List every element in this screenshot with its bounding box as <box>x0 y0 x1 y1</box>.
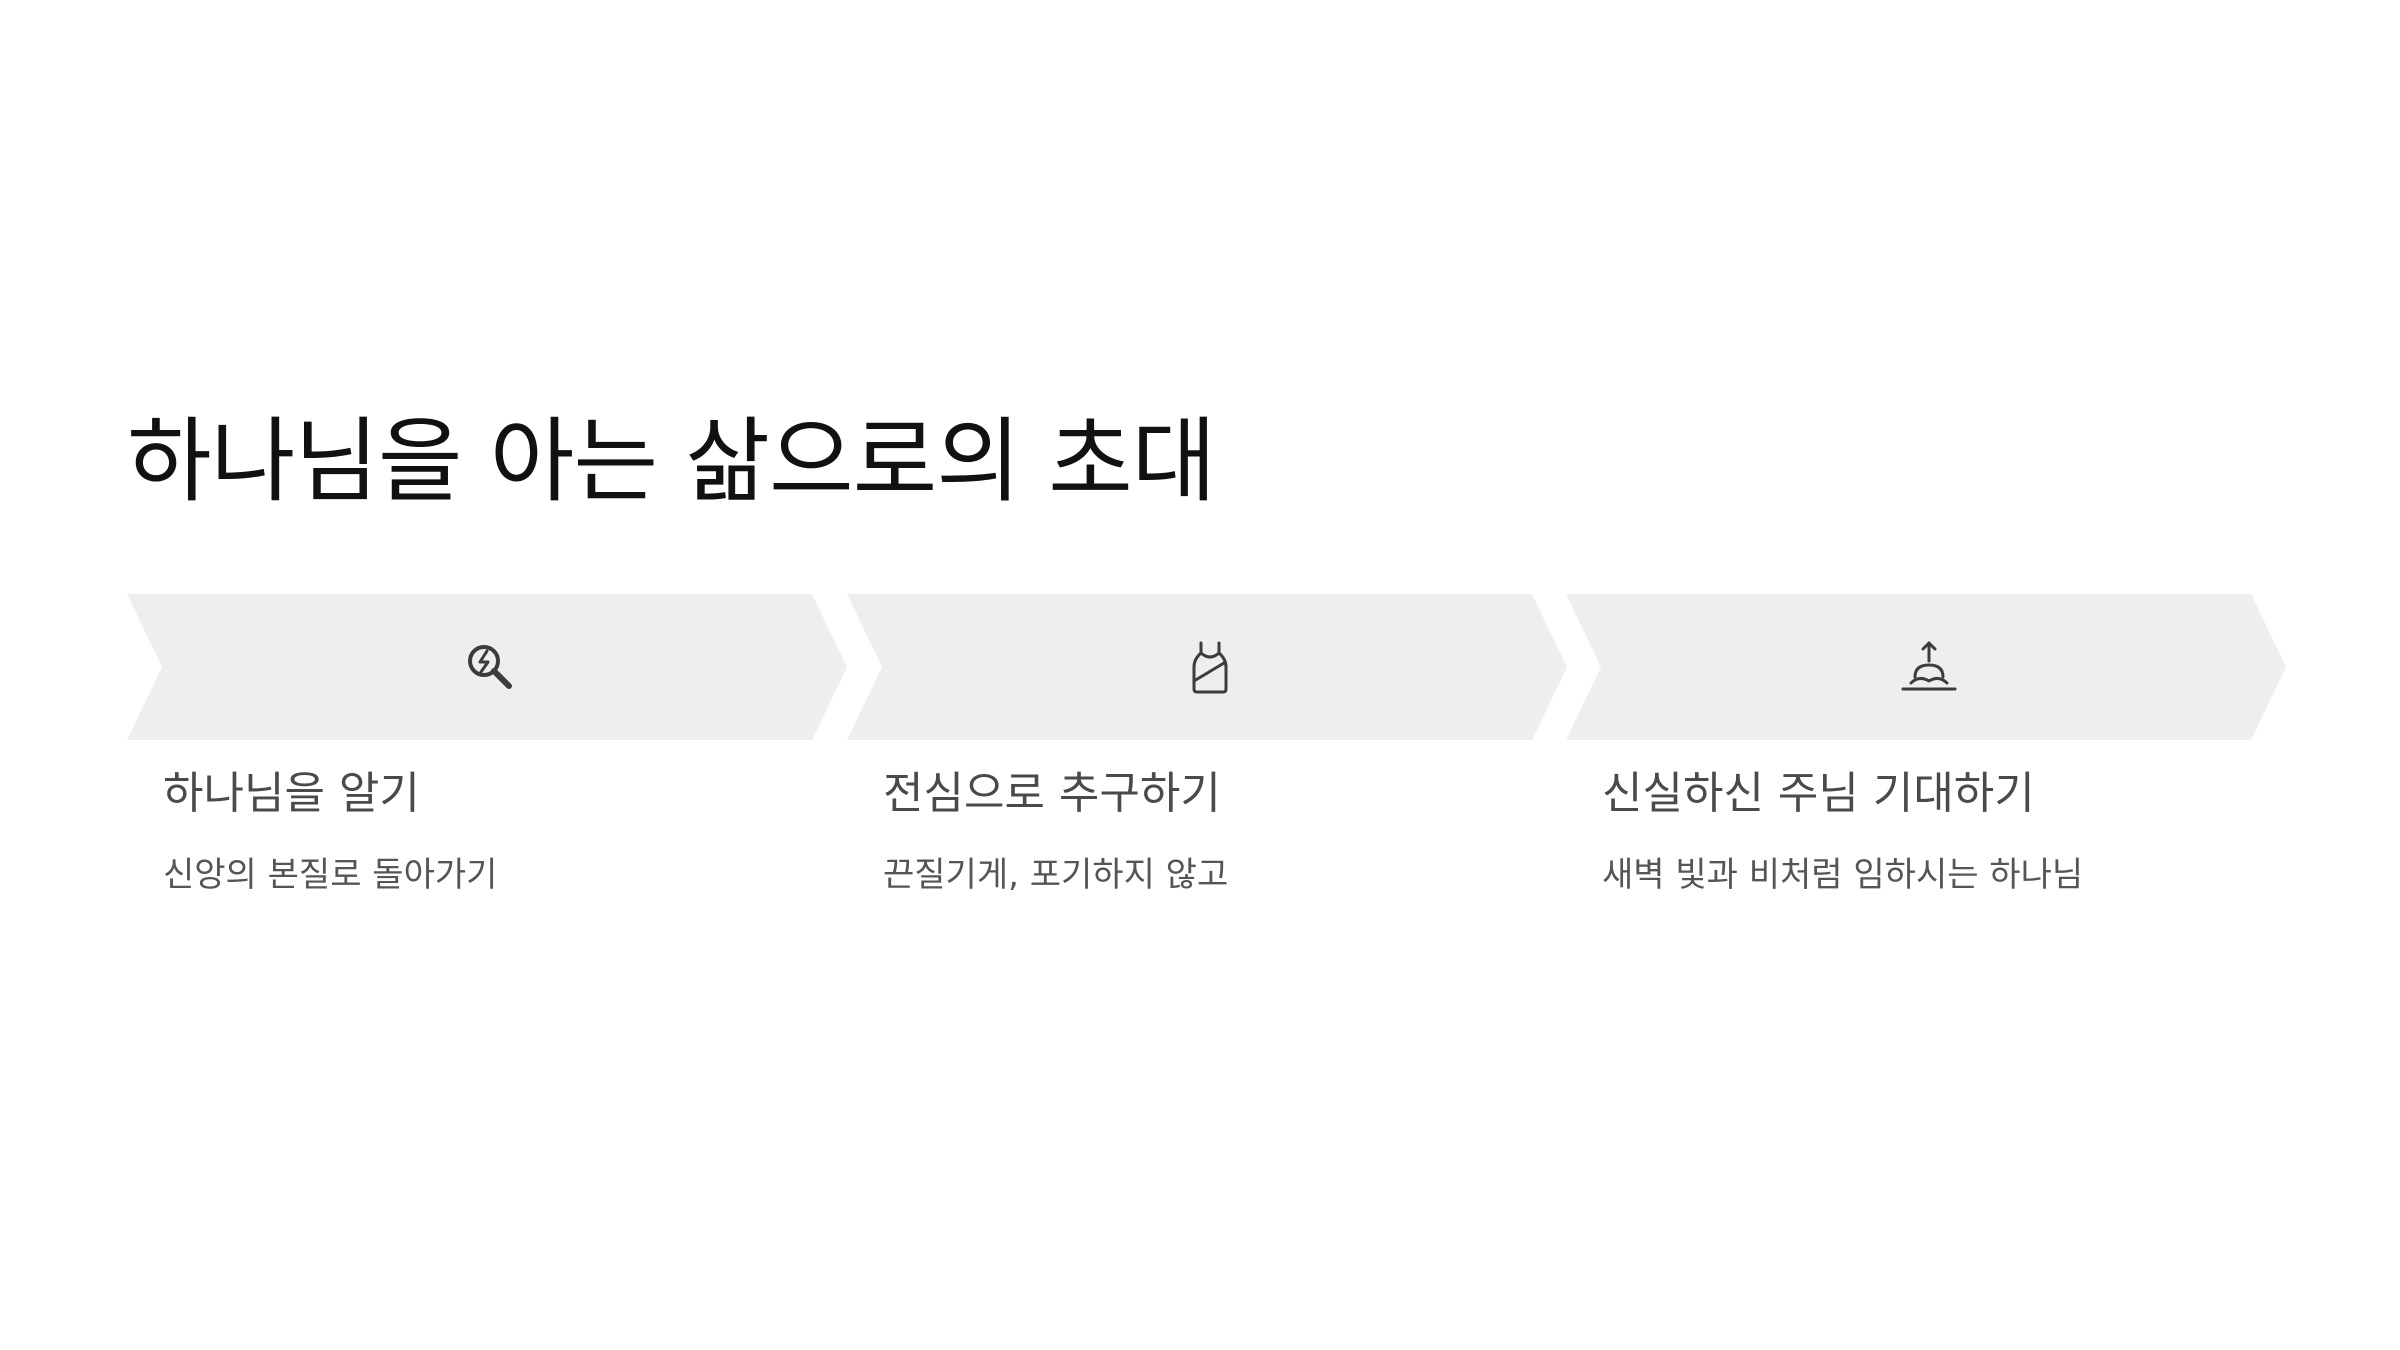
step-description: 새벽 빛과 비처럼 임하시는 하나님 <box>1602 855 2084 895</box>
chevron-shape <box>1566 594 2286 740</box>
step-title: 하나님을 알기 <box>163 768 420 819</box>
chevron-background <box>127 594 847 740</box>
step-description: 끈질기게, 포기하지 않고 <box>883 855 1229 895</box>
step-title: 신실하신 주님 기대하기 <box>1602 768 2035 819</box>
step-seek-wholeheartedly: 전심으로 추구하기 끈질기게, 포기하지 않고 <box>847 594 1567 895</box>
tank-top-icon <box>1180 637 1240 697</box>
chevron-background <box>1566 594 2286 740</box>
chevron-shape <box>847 594 1567 740</box>
chevron-shape <box>127 594 847 740</box>
magnifier-lightning-icon <box>460 637 520 697</box>
step-know-god: 하나님을 알기 신앙의 본질로 돌아가기 <box>127 594 847 895</box>
step-expect-faithful-lord: 신실하신 주님 기대하기 새벽 빛과 비처럼 임하시는 하나님 <box>1566 594 2286 895</box>
chevron-background <box>847 594 1567 740</box>
step-title: 전심으로 추구하기 <box>883 768 1221 819</box>
sunrise-icon <box>1899 637 1959 697</box>
step-description: 신앙의 본질로 돌아가기 <box>163 855 498 895</box>
slide-title: 하나님을 아는 삶으로의 초대 <box>127 408 1216 515</box>
